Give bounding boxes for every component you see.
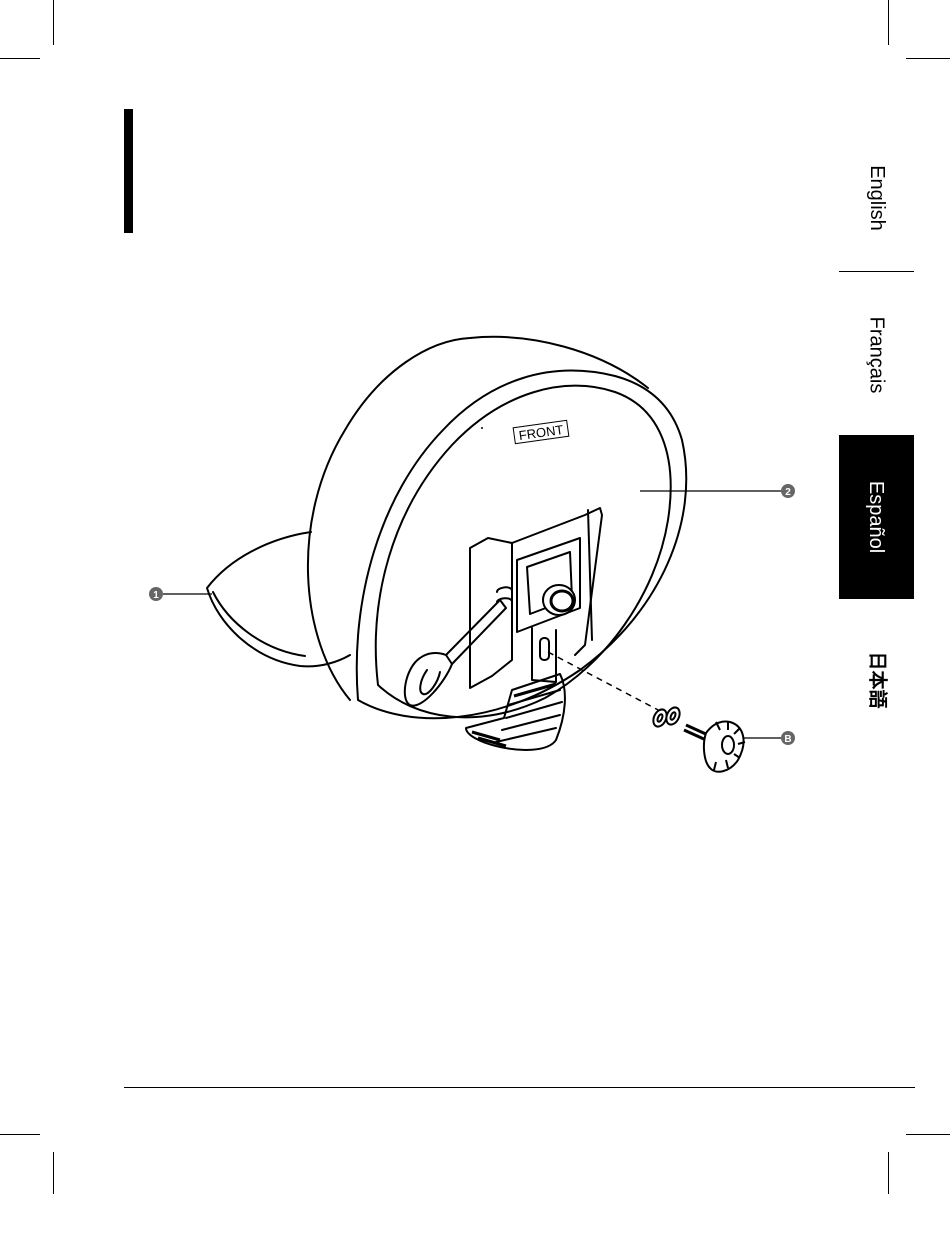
bottom-rule <box>124 1087 915 1088</box>
post-slot <box>540 638 549 660</box>
lever-arm <box>446 600 506 664</box>
back-outer-rim <box>308 337 648 700</box>
front-mark-dot <box>481 427 483 429</box>
callout-2-label: 2 <box>785 487 791 498</box>
callout-1-label: 1 <box>153 590 159 601</box>
front-label-text: FRONT <box>518 422 564 443</box>
back-shell <box>357 371 687 719</box>
lever-handle <box>405 653 452 706</box>
slot-upper <box>497 587 512 592</box>
base-part-shape <box>207 532 350 666</box>
mount-plate-outline <box>470 538 512 688</box>
lever-handle-inner <box>420 670 440 694</box>
callout-b-label: B <box>784 734 791 745</box>
